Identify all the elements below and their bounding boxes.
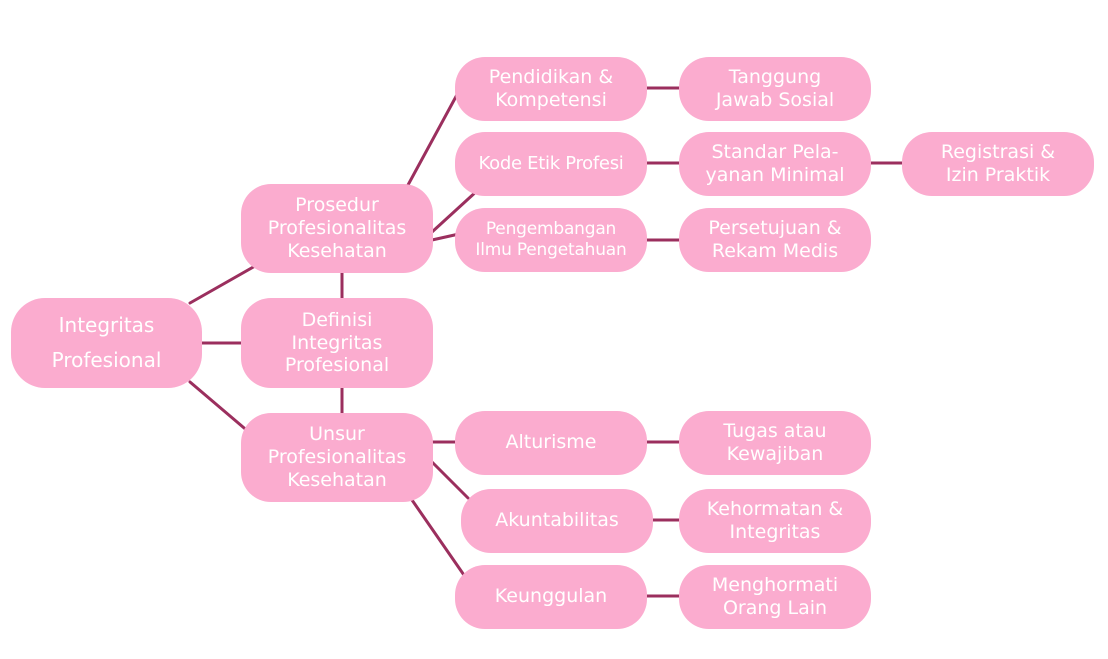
- connector-prosedur-pengembangan: [430, 232, 461, 242]
- node-persetujuan-rekam-medis[interactable]: Persetujuan & Rekam Medis: [679, 208, 871, 272]
- node-kehormatan-integritas[interactable]: Kehormatan & Integritas: [679, 489, 871, 553]
- node-kode-etik-profesi[interactable]: Kode Etik Profesi: [455, 132, 647, 196]
- connector-root-unsur: [188, 380, 252, 435]
- node-tanggung-jawab-sosial[interactable]: Tanggung Jawab Sosial: [679, 57, 871, 121]
- node-pendidikan-kompetensi[interactable]: Pendidikan & Kompetensi: [455, 57, 647, 121]
- connector-unsur-keunggulan: [410, 498, 468, 580]
- node-keunggulan[interactable]: Keunggulan: [455, 565, 647, 629]
- node-pengembangan-ilmu-pengetahuan[interactable]: Pengembangan Ilmu Pengetahuan: [455, 208, 647, 272]
- node-standar-pelayanan-minimal[interactable]: Standar Pela- yanan Minimal: [679, 132, 871, 196]
- connector-unsur-akuntabilitas: [430, 460, 470, 500]
- connector-prosedur-kode-etik: [430, 188, 480, 234]
- node-menghormati-orang-lain[interactable]: Menghormati Orang Lain: [679, 565, 871, 629]
- node-tugas-atau-kewajiban[interactable]: Tugas atau Kewajiban: [679, 411, 871, 475]
- node-registrasi-izin-praktik[interactable]: Registrasi & Izin Praktik: [902, 132, 1094, 196]
- node-unsur-profesionalitas-kesehatan[interactable]: Unsur Profesionalitas Kesehatan: [241, 413, 433, 502]
- node-prosedur-profesionalitas-kesehatan[interactable]: Prosedur Profesionalitas Kesehatan: [241, 184, 433, 273]
- node-definisi-integritas-profesional[interactable]: Definisi Integritas Profesional: [241, 298, 433, 388]
- connector-root-prosedur: [188, 264, 257, 305]
- node-alturisme[interactable]: Alturisme: [455, 411, 647, 475]
- node-akuntabilitas[interactable]: Akuntabilitas: [461, 489, 653, 553]
- connector-prosedur-pendidikan: [406, 89, 461, 187]
- node-integritas-profesional[interactable]: Integritas Profesional: [11, 298, 202, 388]
